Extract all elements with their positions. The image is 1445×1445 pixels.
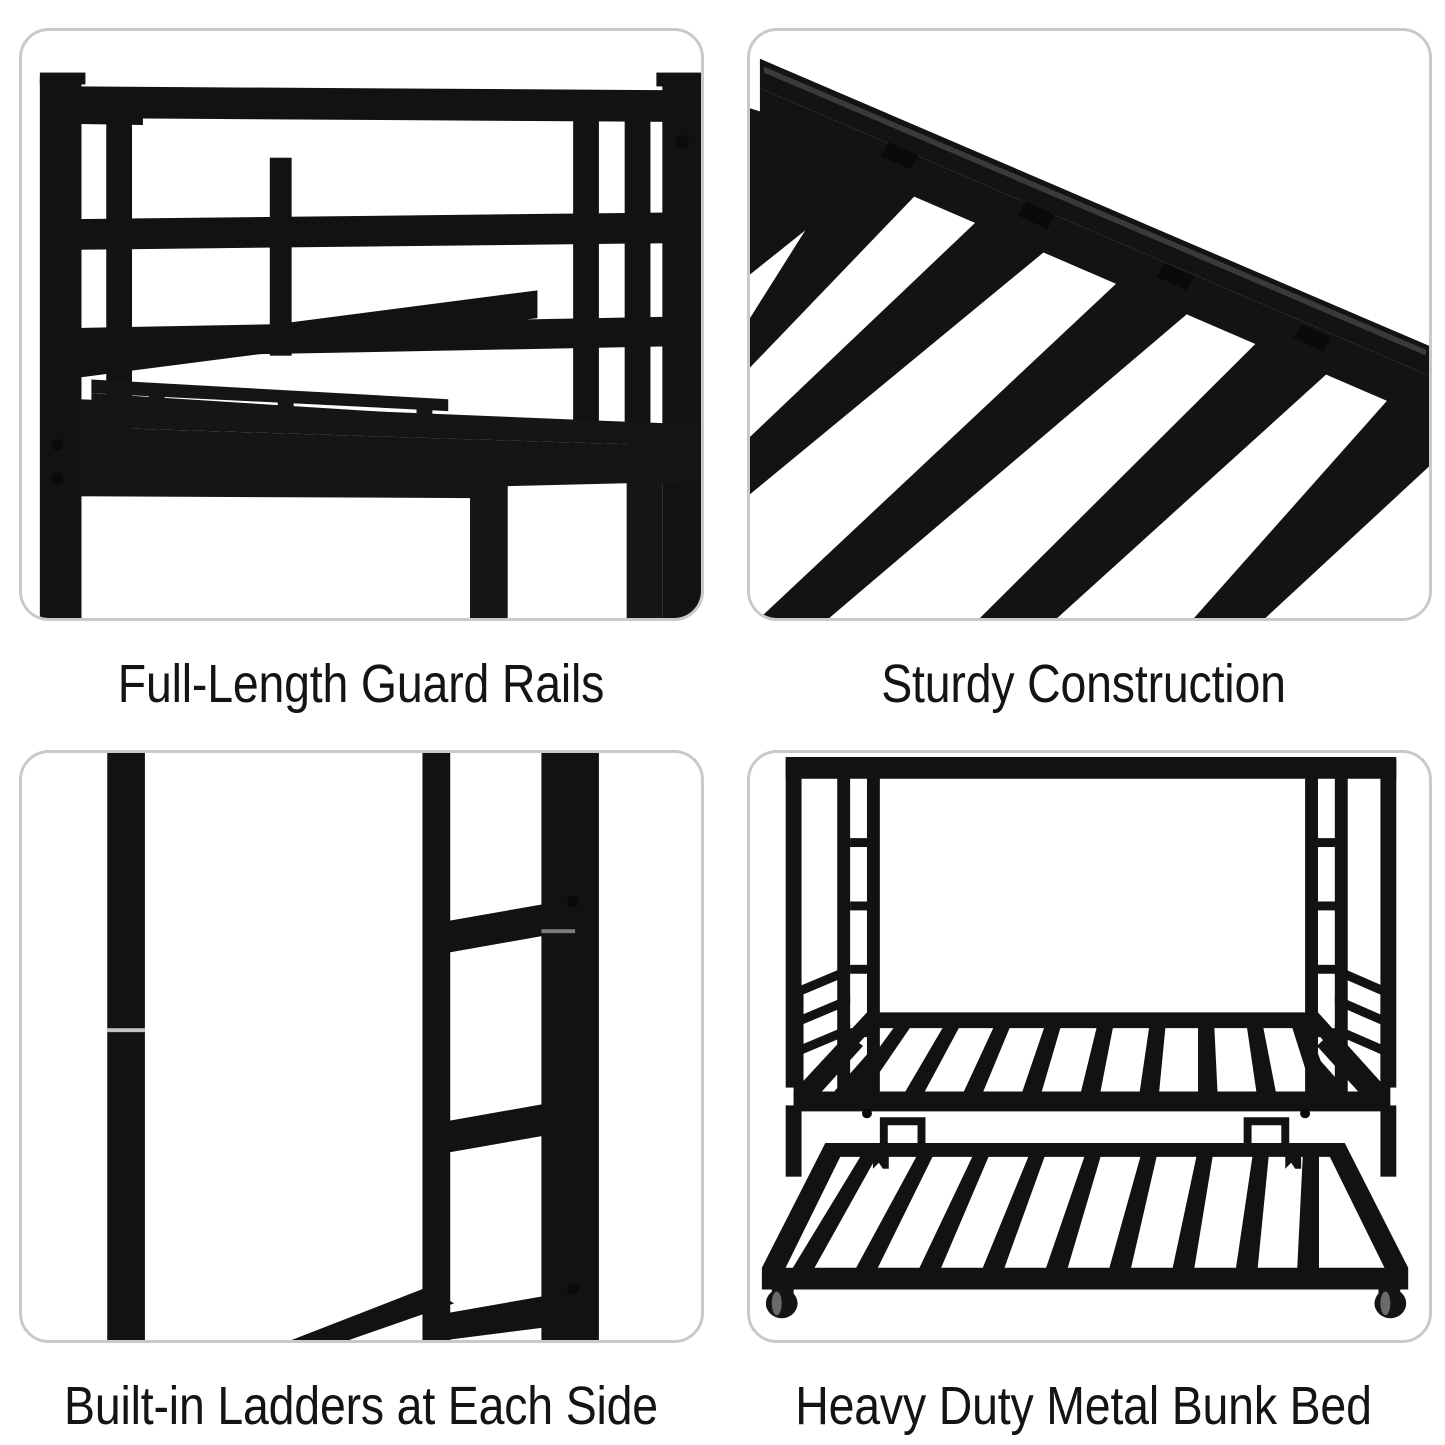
feature-cell-sturdy-construction: Sturdy Construction [722,0,1445,722]
feature-caption-guard-rails: Full-Length Guard Rails [117,654,605,714]
feature-image-guard-rails [18,28,704,621]
guard-rail-illustration [21,31,701,618]
ladder-illustration [21,753,701,1340]
feature-image-sturdy-construction [747,28,1432,621]
bunk-bed-trundle-illustration [750,753,1429,1340]
slat-construction-illustration [750,31,1429,618]
feature-cell-heavy-duty-bunk-bed: Heavy Duty Metal Bunk Bed [722,722,1445,1445]
feature-caption-heavy-duty-bunk-bed: Heavy Duty Metal Bunk Bed [795,1376,1372,1436]
feature-caption-sturdy-construction: Sturdy Construction [881,654,1286,714]
feature-caption-built-in-ladders: Built-in Ladders at Each Side [64,1376,658,1436]
feature-image-built-in-ladders [18,750,704,1343]
feature-cell-built-in-ladders: Built-in Ladders at Each Side [0,722,722,1445]
feature-image-heavy-duty-bunk-bed [747,750,1432,1343]
feature-cell-guard-rails: Full-Length Guard Rails [0,0,722,722]
